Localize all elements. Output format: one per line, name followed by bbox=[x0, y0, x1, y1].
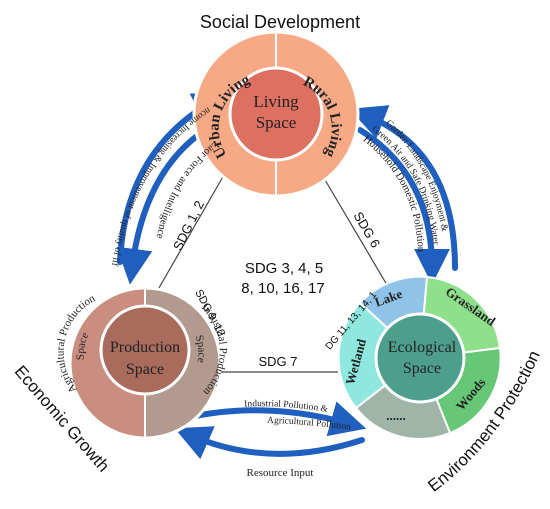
link-living-ecological bbox=[317, 167, 391, 291]
ecological-center-line1: Ecological bbox=[388, 339, 457, 356]
sdg-right-edge-label: SDG 6 bbox=[350, 209, 383, 250]
production-space-node: Production Space Agricultural Production… bbox=[54, 286, 229, 440]
flow-bottom-lower-label: Resource Input bbox=[247, 467, 314, 479]
sdg-center-line1: SDG 3, 4, 5 bbox=[245, 260, 323, 277]
arrow-ecological-to-production bbox=[174, 426, 365, 460]
ecological-center-line2: Space bbox=[403, 360, 441, 377]
ecological-space-node: Ecological Space Lake Grassland Woods ..… bbox=[337, 275, 502, 440]
living-inner-circle bbox=[228, 66, 324, 162]
arrow-ecological-to-living bbox=[349, 105, 458, 271]
arrow-living-to-ecological bbox=[357, 127, 450, 285]
production-center-line2: Space bbox=[126, 361, 164, 378]
production-inner-circle bbox=[99, 304, 191, 396]
production-center-line1: Production bbox=[110, 339, 180, 356]
production-outer-outline bbox=[68, 286, 222, 440]
living-center-line1: Living bbox=[253, 92, 299, 111]
triangle-links bbox=[151, 167, 391, 373]
ecological-inner-circle bbox=[374, 312, 466, 404]
industrial-label-line2: Space bbox=[193, 334, 208, 364]
other-label: ...... bbox=[386, 408, 406, 423]
social-development-label: Social Development bbox=[200, 12, 360, 32]
link-living-production bbox=[151, 167, 229, 301]
sdg-left-edge-label: SDG 1, 2 bbox=[170, 198, 207, 253]
living-space-node: Living Space Urban Living Rural Living bbox=[192, 30, 360, 198]
sdg-center-line2: 8, 10, 16, 17 bbox=[241, 280, 324, 297]
living-center-line2: Space bbox=[256, 113, 297, 132]
arrow-production-to-ecological bbox=[183, 401, 367, 437]
sdg-bottom-edge-label: SDG 7 bbox=[258, 354, 297, 369]
